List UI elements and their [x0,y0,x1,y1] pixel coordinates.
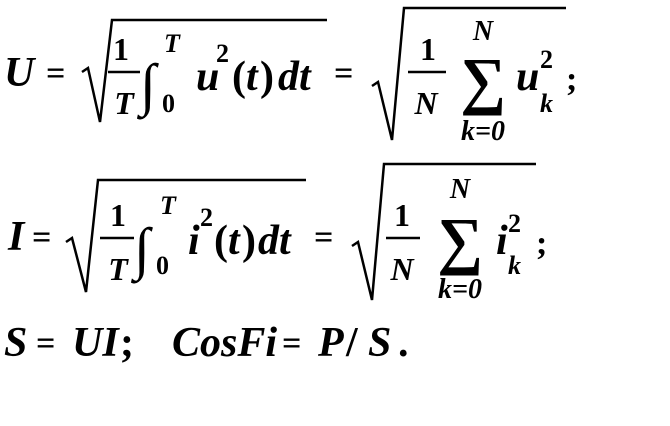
integral-sign: ∫ [130,216,153,284]
equals-sign: = [36,325,55,362]
formula-voltage: U = 1 T ∫ T 0 u 2 ( t ) dt = 1 N N ∑ k=0… [4,6,577,147]
sum-term-subscript: k [540,89,553,118]
summation-sign: ∑ [437,205,483,276]
equals-sign: = [46,55,65,92]
differential: dt [258,218,292,264]
division-slash: / [345,320,359,366]
integrand-variable: i [188,218,200,264]
fraction-denominator: T [108,251,129,287]
semicolon: ; [120,320,134,366]
formula-current: I = 1 T ∫ T 0 i 2 ( t ) dt = 1 N N ∑ k=0… [7,162,547,305]
fraction2-denominator: N [389,251,415,287]
active-power-symbol: P [317,320,344,366]
sum-lower-limit: k=0 [461,116,505,147]
apparent-power-symbol-2: S [368,320,391,366]
period: . [398,320,409,366]
equals-sign-2: = [334,55,353,92]
integral-lower-limit: 0 [162,89,175,118]
paren-close: ) [260,54,274,100]
fraction-numerator: 1 [113,31,129,67]
integrand-variable: u [196,54,219,100]
time-variable: t [246,54,259,100]
radical-sign-2 [351,162,536,301]
product-ui: UI [72,320,120,366]
power-factor-symbol: CosFi [172,320,277,366]
sum-upper-limit: N [472,16,495,47]
fraction2-numerator: 1 [394,197,410,233]
integrand-exponent: 2 [216,39,229,68]
radical-sign-2 [371,6,566,141]
radical-sign [65,178,306,293]
sum-term-variable: i [496,218,508,264]
fraction-numerator: 1 [110,197,126,233]
apparent-power-symbol: S [4,320,27,366]
paren-open: ( [232,54,246,100]
end-punctuation: ; [536,225,547,262]
sum-term-variable: u [516,54,539,100]
integral-upper-limit: T [164,29,181,58]
sum-term-exponent: 2 [508,209,521,238]
paren-close: ) [242,218,256,264]
differential: dt [278,54,312,100]
integral-sign: ∫ [136,52,159,120]
radical-sign [81,18,327,123]
formula-power: S = UI ; CosFi = P / S . [4,320,409,366]
sum-upper-limit: N [449,174,472,205]
sum-term-exponent: 2 [540,45,553,74]
equals-sign-2: = [282,325,301,362]
end-punctuation: ; [566,61,577,98]
sum-term-subscript: k [508,251,521,280]
fraction-denominator: T [114,85,135,121]
equals-sign: = [32,219,51,256]
integral-upper-limit: T [160,191,177,220]
paren-open: ( [214,218,228,264]
integral-lower-limit: 0 [156,251,169,280]
equals-sign-2: = [314,219,333,256]
lhs-symbol: U [4,50,37,96]
lhs-symbol: I [7,214,26,260]
time-variable: t [228,218,241,264]
summation-sign: ∑ [460,45,506,116]
fraction2-numerator: 1 [420,31,436,67]
sum-lower-limit: k=0 [438,274,482,305]
integrand-exponent: 2 [200,203,213,232]
fraction2-denominator: N [413,85,439,121]
